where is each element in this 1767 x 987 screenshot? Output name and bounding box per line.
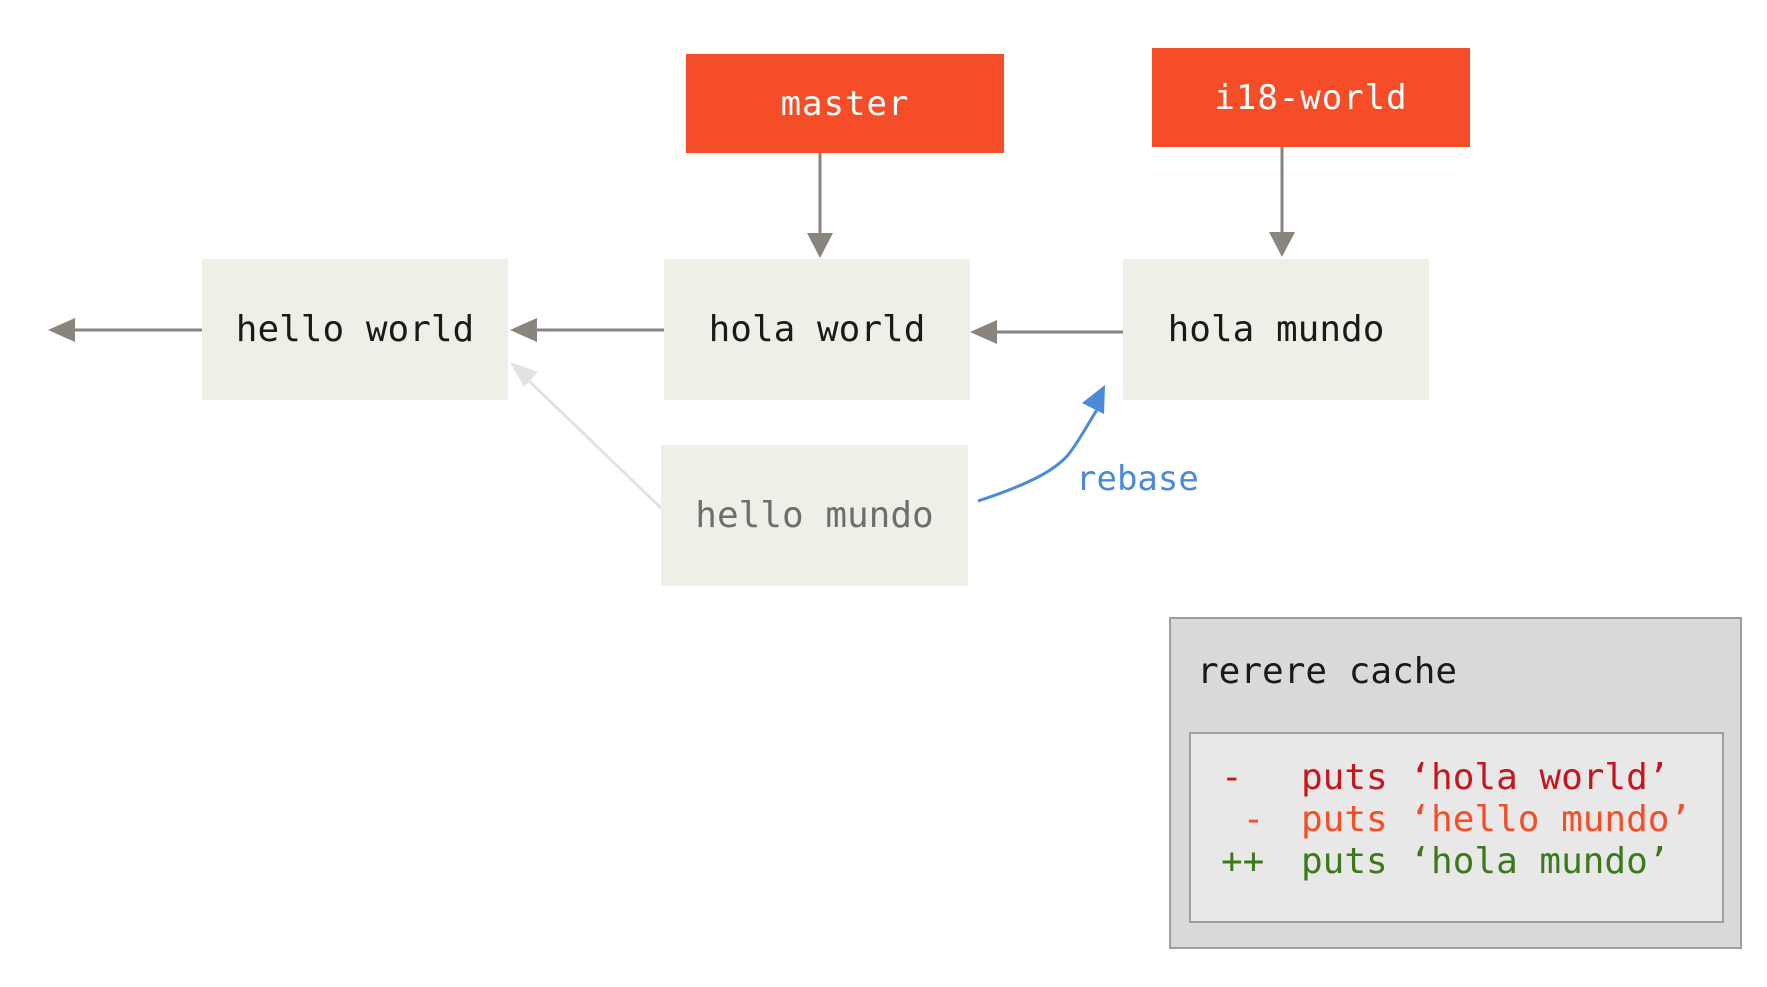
commit-hola-mundo: hola mundo <box>1123 259 1429 400</box>
ghost-arrow-hello-mundo-to-hello-world <box>525 377 663 510</box>
diff-text: puts ‘hola mundo’ <box>1301 840 1670 882</box>
commit-hello-world: hello world <box>202 259 508 400</box>
commit-hello-mundo: hello mundo <box>661 445 968 586</box>
cache-line-removed-theirs: -puts ‘hello mundo’ <box>1221 798 1691 840</box>
diff-marker: - <box>1221 798 1265 840</box>
arrowhead-master <box>807 233 833 258</box>
diff-text: puts ‘hello mundo’ <box>1301 798 1692 840</box>
diff-marker: - <box>1221 756 1243 798</box>
diff-text: puts ‘hola world’ <box>1301 756 1670 798</box>
branch-master: master <box>686 54 1004 153</box>
rebase-label: rebase <box>1076 459 1199 499</box>
rerere-cache-title: rerere cache <box>1197 651 1458 692</box>
diff-marker: ++ <box>1221 840 1265 882</box>
cache-line-resolution: ++ puts ‘hola mundo’ <box>1221 840 1669 882</box>
rerere-cache-entries: -puts ‘hola world’ -puts ‘hello mundo’ +… <box>1189 732 1724 923</box>
commit-hola-world: hola world <box>664 259 970 400</box>
branch-i18-world: i18-world <box>1152 48 1470 147</box>
cache-line-removed-ours: - puts ‘hola world’ <box>1221 756 1669 798</box>
arrowhead-hello-world <box>510 318 537 342</box>
arrowhead-i18-world <box>1269 232 1295 257</box>
rerere-cache-panel: rerere cache -puts ‘hola world’ -puts ‘h… <box>1169 617 1742 949</box>
arrowhead-hola-world <box>970 320 997 344</box>
rebase-arrow <box>977 404 1102 503</box>
arrowhead-left-edge <box>48 318 75 342</box>
rebase-arrowhead <box>1082 385 1105 414</box>
ghost-arrowhead <box>510 362 538 387</box>
